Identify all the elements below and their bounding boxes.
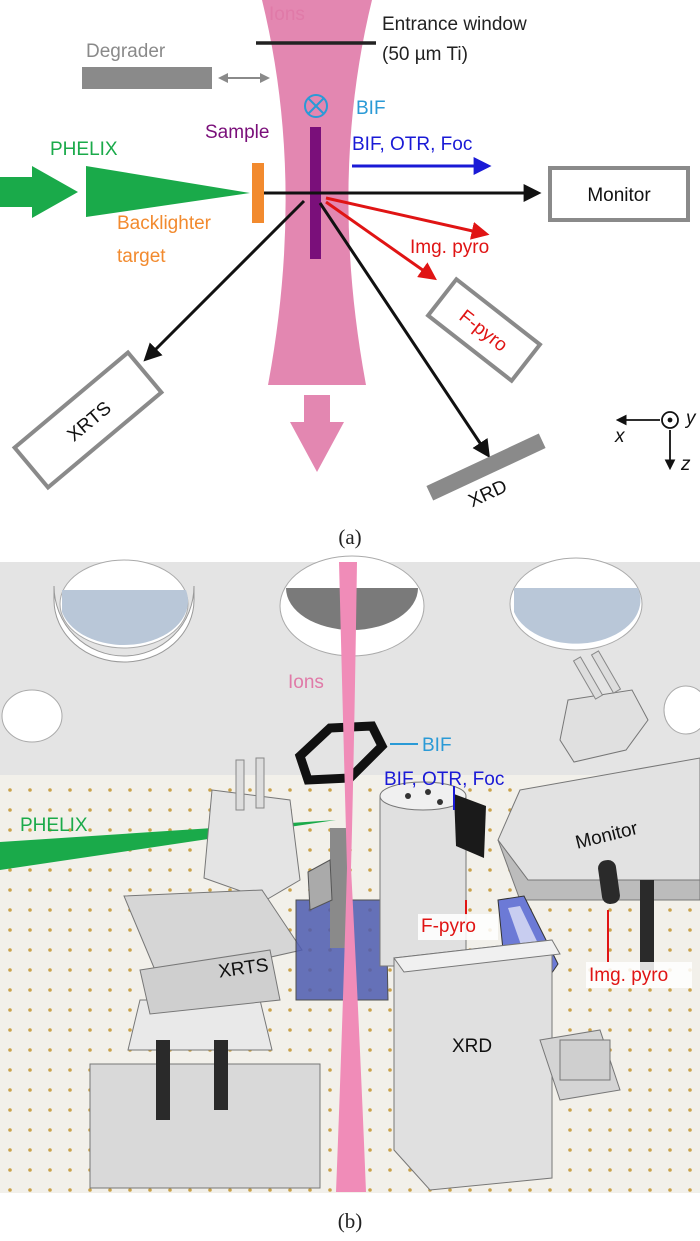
sample-label: Sample bbox=[205, 122, 269, 143]
backlighter-target bbox=[252, 163, 264, 223]
img-pyro-label: Img. pyro bbox=[410, 237, 489, 258]
sample-stage bbox=[295, 828, 389, 1001]
degrader-label: Degrader bbox=[86, 41, 166, 62]
port-left bbox=[53, 559, 195, 663]
degrader bbox=[82, 67, 212, 89]
xrd-arrow bbox=[318, 202, 490, 458]
axis-x-label: x bbox=[614, 426, 626, 447]
bif-otr-foc-label: BIF, OTR, Foc bbox=[352, 134, 472, 155]
bif-label: BIF bbox=[356, 98, 386, 119]
coordinate-axes bbox=[615, 411, 679, 471]
f-pyro-box: F-pyro bbox=[425, 276, 543, 384]
monitor-assembly bbox=[497, 650, 700, 970]
bif-label-b: BIF bbox=[422, 735, 452, 756]
xrts-arrow bbox=[143, 199, 306, 362]
bif-ring bbox=[294, 721, 388, 785]
f-pyro-arrow bbox=[325, 200, 437, 281]
xrts-assembly bbox=[89, 757, 321, 1189]
phelix-label-b: PHELIX bbox=[20, 815, 88, 836]
xrd-plate bbox=[426, 433, 546, 501]
bif-otr-foc-label-b: BIF, OTR, Foc bbox=[384, 769, 504, 790]
backlighter-label-line1: Backlighter bbox=[117, 213, 212, 234]
phelix-label: PHELIX bbox=[50, 139, 118, 160]
axis-z-label: z bbox=[680, 454, 691, 475]
img-pyro-label-b: Img. pyro bbox=[589, 965, 668, 986]
phelix-beam-cone bbox=[86, 166, 250, 217]
monitor-box bbox=[548, 166, 690, 222]
xrd-assembly bbox=[393, 939, 621, 1191]
bif-symbol bbox=[304, 94, 328, 118]
entrance-window-material: (50 µm Ti) bbox=[382, 44, 468, 65]
backlighter-label-line2: target bbox=[117, 246, 166, 267]
monitor-label: Monitor bbox=[587, 185, 651, 206]
xrts-box: XRTS bbox=[11, 349, 165, 491]
port-right bbox=[509, 557, 643, 651]
entrance-window-label: Entrance window bbox=[382, 14, 527, 35]
ion-beam-3d bbox=[336, 562, 366, 1192]
caption-a: (a) bbox=[338, 525, 361, 549]
f-pyro-label-b: F-pyro bbox=[421, 916, 476, 937]
panel-a: Ions Entrance window (50 µm Ti) Degrader… bbox=[0, 0, 697, 549]
ions-label-b: Ions bbox=[288, 672, 324, 693]
small-port-left bbox=[1, 689, 63, 743]
caption-b: (b) bbox=[338, 1209, 363, 1233]
axis-y-label: y bbox=[684, 408, 697, 429]
phelix-arrow bbox=[0, 166, 78, 218]
img-pyro-arrow bbox=[325, 196, 490, 240]
small-port-right bbox=[663, 685, 700, 735]
xrd-label-b: XRD bbox=[452, 1036, 492, 1057]
panel-b: PHELIX XRTS bbox=[0, 555, 700, 1233]
ions-label: Ions bbox=[269, 4, 305, 25]
ion-beam-exit-arrow bbox=[290, 395, 344, 472]
